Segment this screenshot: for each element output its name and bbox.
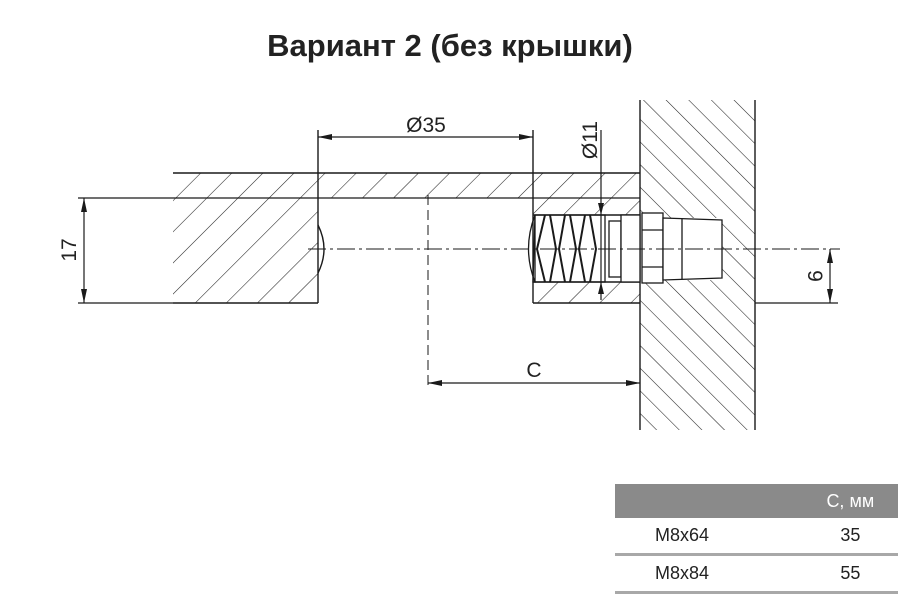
dimension-35: [318, 134, 533, 140]
distance-c-label: C: [526, 359, 541, 382]
header-model: [615, 484, 803, 518]
model-cell: M8x84: [615, 554, 803, 594]
centerlines: [308, 195, 840, 385]
dimension-c: [428, 380, 640, 386]
spec-table: C, мм M8x64 35 M8x84 55: [615, 484, 898, 594]
dimension-11: [598, 130, 604, 300]
fastener: [527, 212, 723, 284]
model-cell: M8x64: [615, 518, 803, 556]
header-c: C, мм: [802, 484, 898, 518]
dimension-17: [78, 197, 640, 304]
table-header: C, мм: [615, 484, 898, 518]
c-cell: 35: [802, 518, 898, 556]
table-row: M8x84 55: [615, 554, 898, 594]
c-cell: 55: [802, 554, 898, 594]
panel-thickness-label: 17: [58, 238, 81, 261]
drawing-title: Вариант 2 (без крышки): [267, 28, 633, 63]
dimension-9: [755, 249, 838, 304]
hole-diameter-label: Ø35: [406, 114, 446, 137]
table-row: M8x64 35: [615, 518, 898, 556]
axis-offset-label: 9: [803, 270, 826, 282]
panel-section: [173, 130, 640, 304]
bore-diameter-label: Ø11: [579, 121, 602, 159]
